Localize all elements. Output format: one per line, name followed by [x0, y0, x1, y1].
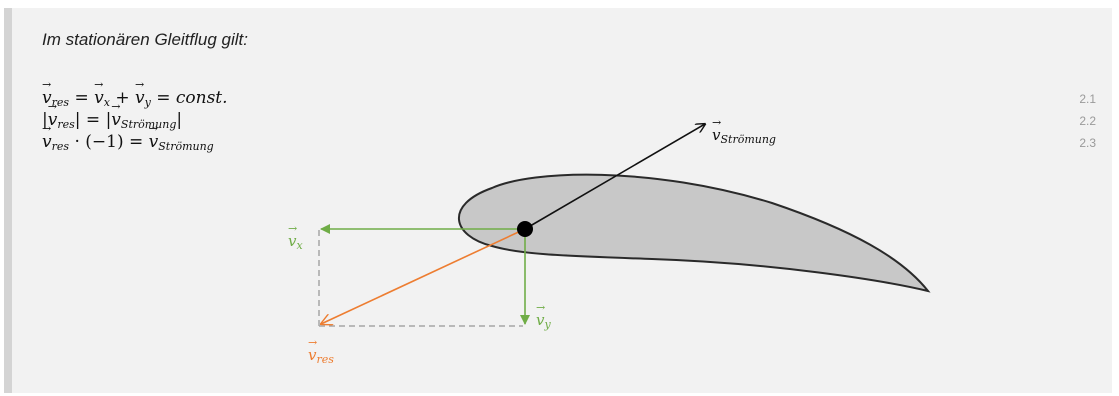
- airfoil-diagram: [318, 8, 931, 327]
- v-res-arrow: [321, 228, 526, 324]
- v-stroemung-arrow: [524, 124, 705, 230]
- equation-number-2-1: 2.1: [1079, 92, 1096, 106]
- equation-2-1: vres = vx + vy = const.: [42, 78, 228, 109]
- equation-number-2-3: 2.3: [1079, 136, 1096, 150]
- v-res-vector: vres: [42, 122, 69, 153]
- intro-text: Im stationären Gleitflug gilt:: [42, 30, 248, 49]
- content-panel: Im stationären Gleitflug gilt: vres = vx…: [4, 8, 1112, 393]
- center-of-pressure-dot: [517, 221, 533, 237]
- v-y-label: vy: [536, 301, 551, 331]
- v-res-vector: vres: [48, 100, 75, 131]
- v-stroemung-label: vStrömung: [712, 116, 776, 146]
- v-x-label: vx: [288, 222, 303, 252]
- airfoil-shape: [458, 173, 931, 293]
- v-y-vector: vy: [135, 78, 151, 109]
- minus-one-text: (−1): [85, 132, 124, 152]
- v-stroemung-vector: vStrömung: [149, 122, 214, 153]
- equation-2-3: vres · (−1) = vStrömung: [42, 122, 214, 153]
- const-text: const.: [175, 88, 228, 108]
- v-res-label: vres: [308, 336, 334, 366]
- equation-number-2-2: 2.2: [1079, 114, 1096, 128]
- v-x-vector: vx: [94, 78, 110, 109]
